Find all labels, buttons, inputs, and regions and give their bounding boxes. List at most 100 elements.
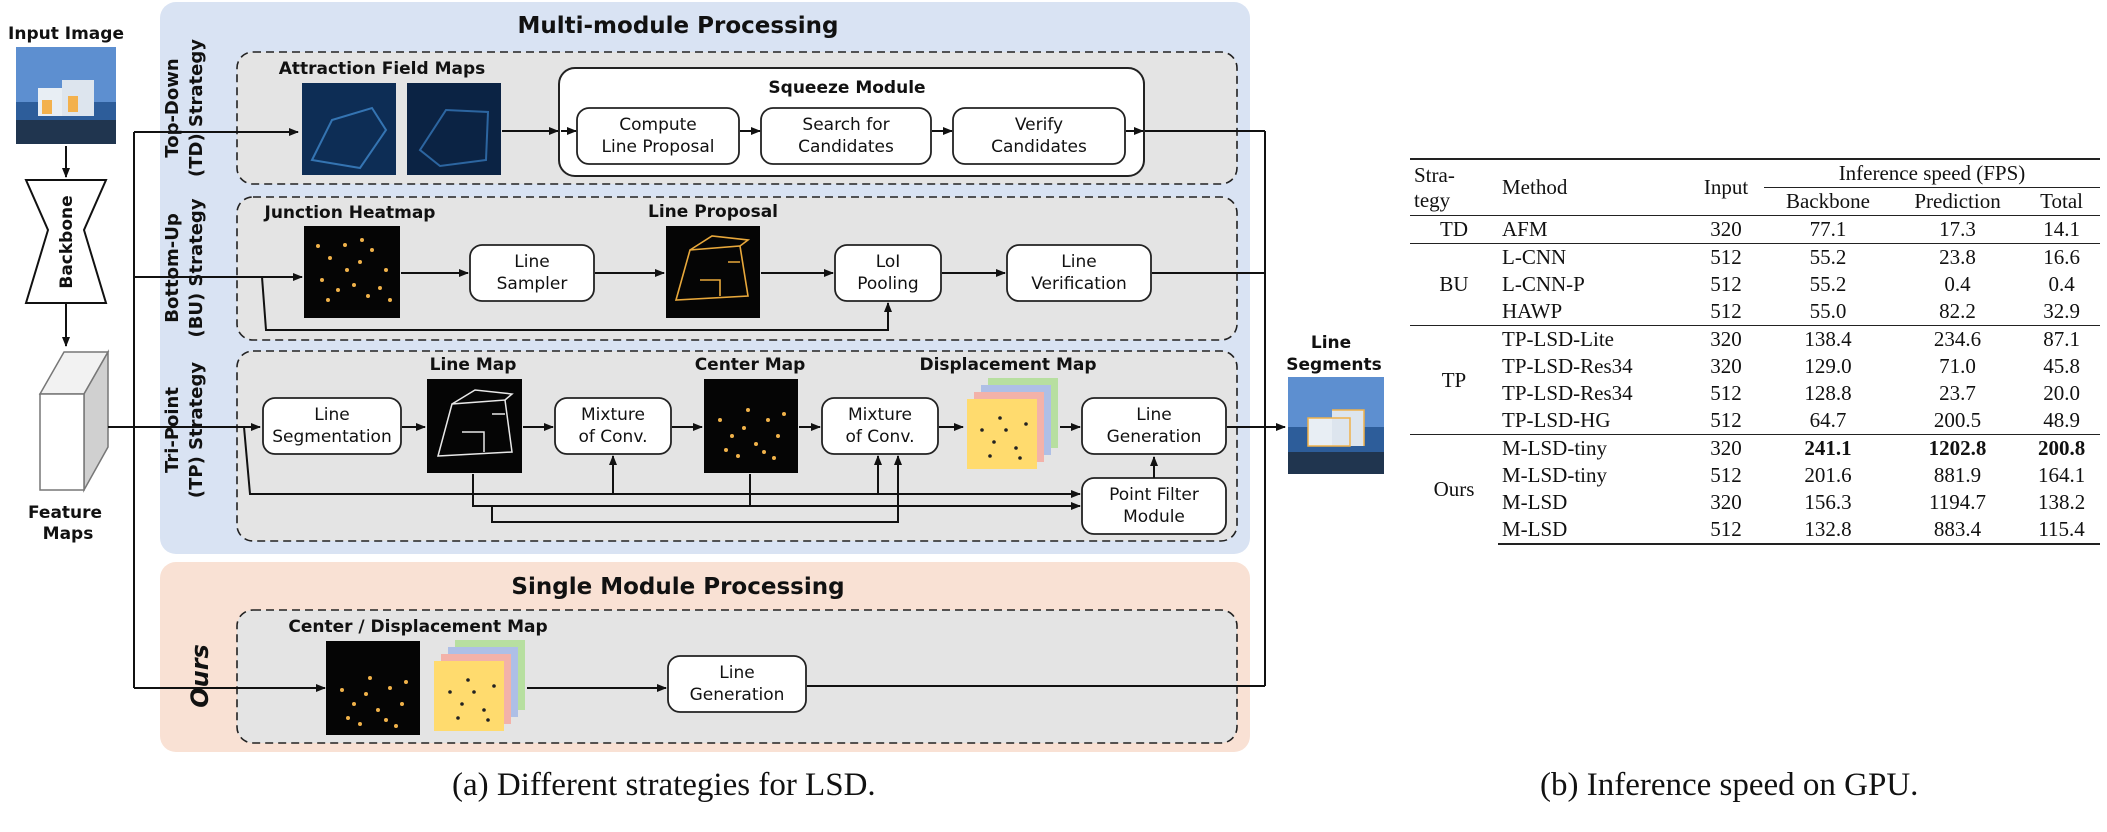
caption-b: (b) Inference speed on GPU. [1540,767,1919,803]
backbone-cell: 129.0 [1804,354,1852,378]
method-cell: L-CNN [1498,243,1688,271]
line-segmentation-box [262,397,402,455]
strategy-cell: Ours [1410,434,1498,544]
col-input-header: Input [1688,158,1764,216]
input-cell: 512 [1710,381,1742,405]
ours-strategy-label: Ours [186,644,214,708]
backbone-cell: 128.8 [1804,381,1852,405]
method-cell: L-CNN-P [1502,272,1585,296]
total-cell-best: 200.8 [2037,436,2086,460]
backbone-cell: 64.7 [1809,408,1847,432]
method-cell: TP-LSD-HG [1502,408,1611,432]
compute-line-proposal-box [576,107,740,165]
afm-label: Attraction Field Maps [279,59,486,79]
method-cell: M-LSD [1502,490,1568,514]
verify-candidates-box [952,107,1126,165]
input-cell: 320 [1710,354,1742,378]
table-row: M-LSD 320 156.3 1194.7 138.2 [1410,489,2100,516]
prediction-cell: 883.4 [1891,516,2024,545]
line-verification-box [1006,244,1152,302]
input-cell: 512 [1710,299,1742,323]
prediction-cell: 1194.7 [1929,490,1987,514]
center-displacement-label: Center / Displacement Map [288,617,547,637]
prediction-cell: 881.9 [1933,463,1982,487]
caption-a: (a) Different strategies for LSD. [452,767,876,803]
displacement-map-stack [967,378,1058,469]
input-cell: 512 [1688,516,1764,545]
backbone-cell: 132.8 [1764,516,1892,545]
prediction-cell: 23.7 [1939,381,1976,405]
backbone-cell: 138.4 [1764,325,1892,353]
prediction-cell: 17.3 [1891,215,2024,244]
loi-pooling-box [834,244,942,302]
total-cell: 32.9 [2043,299,2080,323]
mixture-conv-2-box [821,397,939,455]
line-map [427,379,522,473]
prediction-cell: 200.5 [1933,408,1982,432]
method-cell: M-LSD [1498,516,1688,545]
strategy-cell: TP [1410,325,1498,435]
backbone-cell: 77.1 [1764,215,1892,244]
ours-center-map-dots [340,676,408,728]
backbone-cell: 201.6 [1804,463,1852,487]
input-cell: 320 [1688,325,1764,353]
strategy-cell: TD [1410,215,1498,244]
method-cell: M-LSD-tiny [1502,463,1607,487]
table-row: TP-LSD-Res34 320 129.0 71.0 45.8 [1410,353,2100,380]
method-cell: TP-LSD-Res34 [1502,354,1633,378]
table-row: Ours M-LSD-tiny 320 241.1 1202.8 200.8 [1410,434,2100,544]
feature-maps-block [38,349,110,493]
backbone-cell-best: 241.1 [1804,436,1852,460]
svg-text:(TP) Strategy: (TP) Strategy [186,362,207,498]
junction-heatmap [304,226,400,318]
prediction-cell-best: 1202.8 [1928,436,1987,460]
input-cell: 320 [1710,490,1742,514]
bu-strategy-label: Bottom-Up (BU) Strategy [162,198,207,337]
line-segments-label: Line Segments [1286,333,1382,375]
table-row: M-LSD-tiny 512 201.6 881.9 164.1 [1410,462,2100,489]
svg-text:(BU) Strategy: (BU) Strategy [186,198,207,337]
method-cell: TP-LSD-Lite [1498,325,1688,353]
input-image-thumbnail [16,47,116,144]
table-row: TD AFM 320 77.1 17.3 14.1 [1410,215,2100,244]
prediction-cell: 23.8 [1891,243,2024,271]
total-cell: 14.1 [2023,215,2100,244]
col-backbone-header: Backbone [1764,187,1892,216]
afm-map-1 [302,83,396,175]
total-cell: 20.0 [2043,381,2080,405]
table-row: TP TP-LSD-Lite 320 138.4 234.6 87.1 [1410,325,2100,435]
feature-maps-label: Feature Maps [28,503,108,544]
junction-heatmap-dots [316,238,392,302]
svg-text:Top-Down: Top-Down [162,58,183,157]
col-strategy-header: Stra-tegy [1410,158,1498,216]
backbone-label: Backbone [57,195,77,288]
backbone-cell: 156.3 [1804,490,1852,514]
table-row: L-CNN-P 512 55.2 0.4 0.4 [1410,271,2100,298]
input-cell: 512 [1710,408,1742,432]
ours-center-map [326,641,420,735]
svg-text:(TD) Strategy: (TD) Strategy [186,39,207,177]
col-speed-header: Inference speed (FPS) [1764,158,2100,188]
table-row: TP-LSD-Res34 512 128.8 23.7 20.0 [1410,380,2100,407]
table-row: HAWP 512 55.0 82.2 32.9 [1410,298,2100,326]
center-map [704,379,798,473]
total-cell: 48.9 [2043,408,2080,432]
single-module-title: Single Module Processing [511,574,844,600]
prediction-cell: 71.0 [1939,354,1976,378]
ours-displacement-stack [434,640,525,731]
table-row: TP-LSD-HG 512 64.7 200.5 48.9 [1410,407,2100,435]
backbone-cell: 55.0 [1809,299,1847,323]
line-proposal-label: Line Proposal [648,202,778,222]
backbone-block [24,179,108,304]
prediction-cell: 234.6 [1891,325,2024,353]
search-candidates-box [760,107,932,165]
total-cell: 115.4 [2023,516,2100,545]
